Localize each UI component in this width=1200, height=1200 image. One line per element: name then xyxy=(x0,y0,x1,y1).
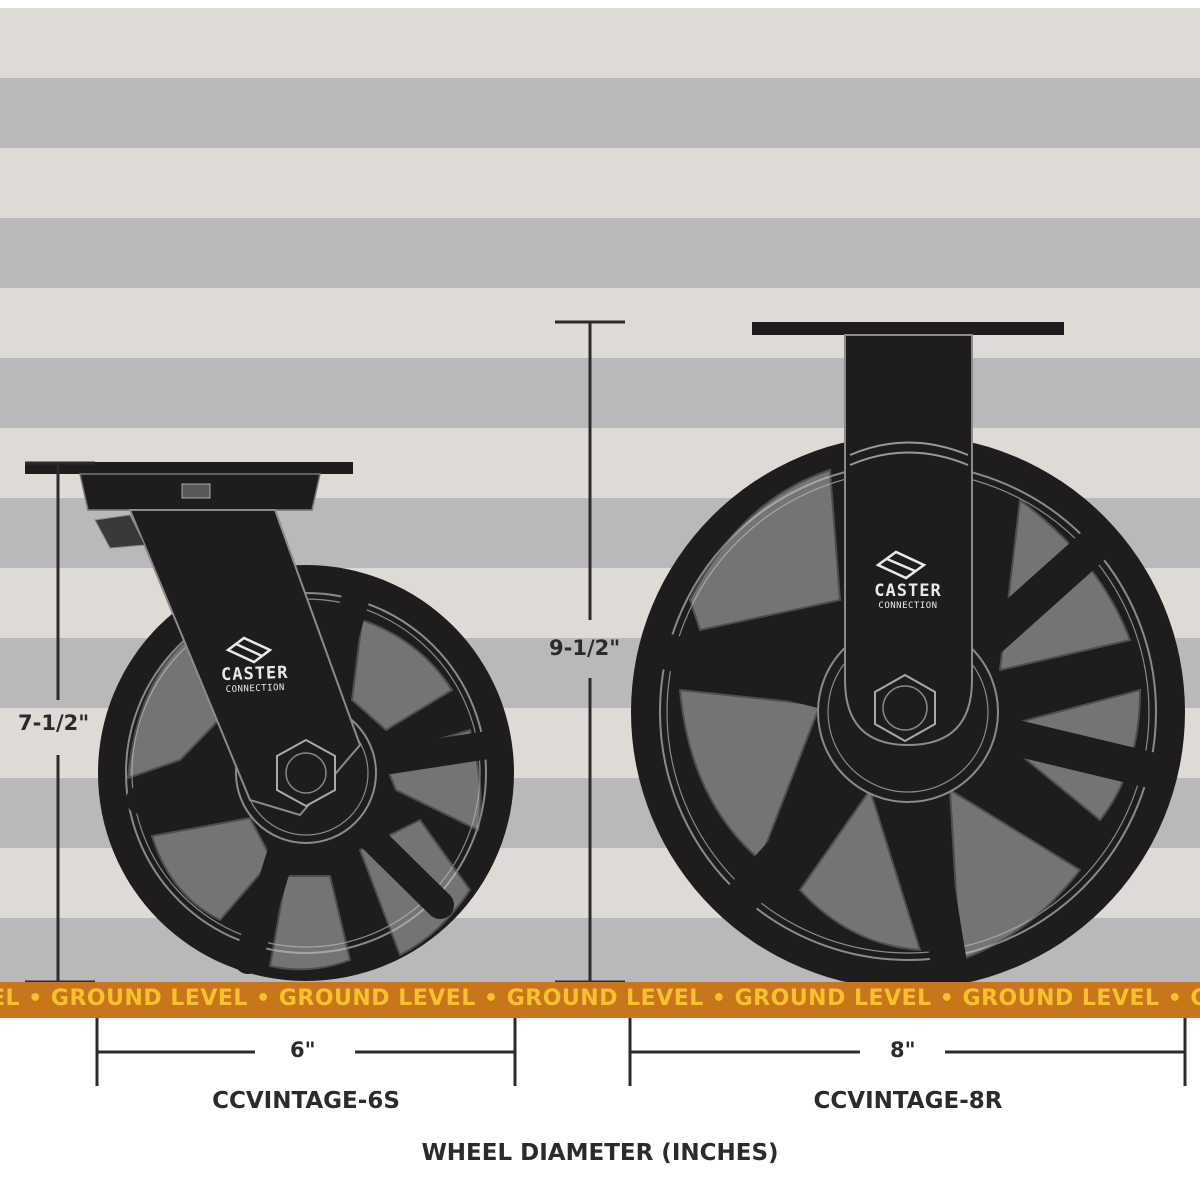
caster-connection-logo-icon xyxy=(225,636,273,664)
diameter-label-8r: 8" xyxy=(890,1038,916,1062)
fork-8r xyxy=(844,334,973,747)
axis-caption: WHEEL DIAMETER (INCHES) xyxy=(421,1140,779,1166)
height-label-6s: 7-1/2" xyxy=(18,711,90,735)
diameter-label-6s: 6" xyxy=(290,1038,316,1062)
caster-8r xyxy=(631,322,1185,989)
model-label-8r: CCVINTAGE-8R xyxy=(813,1088,1003,1114)
caster-6s xyxy=(25,462,514,981)
caster-connection-logo-icon xyxy=(875,550,927,580)
ground-level-text: EL • GROUND LEVEL • GROUND LEVEL • GROUN… xyxy=(0,986,1200,1011)
model-label-6s: CCVINTAGE-6S xyxy=(212,1088,400,1114)
top-plate-6s xyxy=(25,462,353,474)
hex-nut-icon xyxy=(276,738,336,808)
top-plate-8r xyxy=(752,322,1064,335)
ground-level-band: EL • GROUND LEVEL • GROUND LEVEL • GROUN… xyxy=(0,982,1200,1018)
height-label-8r: 9-1/2" xyxy=(549,636,621,660)
logo-text-6s: CASTER CONNECTION xyxy=(220,662,289,696)
logo-text-8r: CASTER CONNECTION xyxy=(874,581,942,611)
